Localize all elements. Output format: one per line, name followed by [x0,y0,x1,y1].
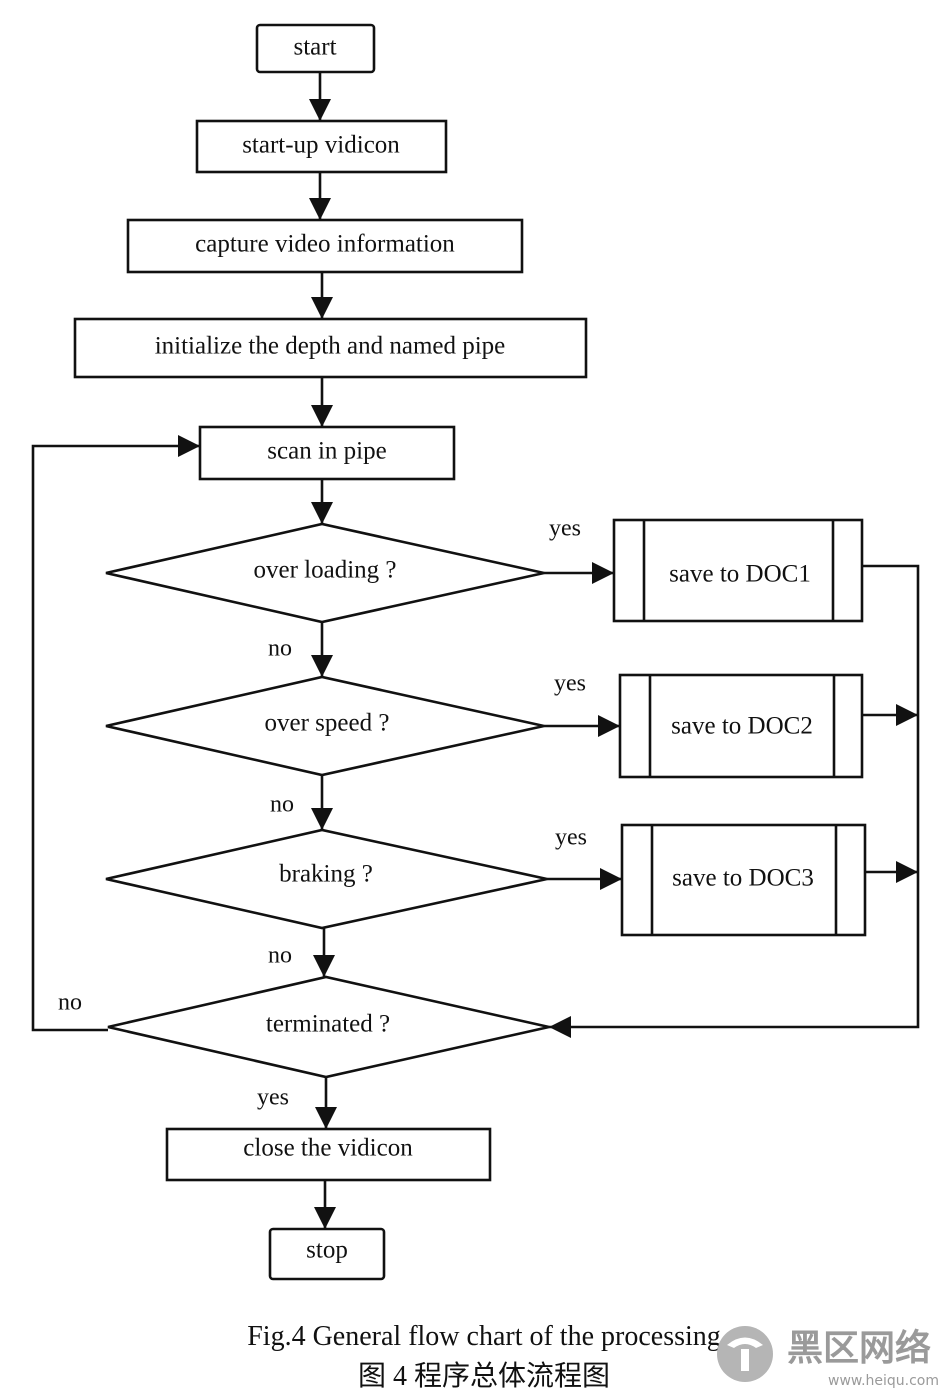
node-save-doc3: save to DOC3 [620,823,867,937]
label-no-overloading: no [268,636,292,662]
decision-braking: braking ? [105,828,548,930]
node-stop: stop [268,1227,386,1281]
figure-caption-zh: 图 4 程序总体流程图 [358,1360,610,1392]
node-startup-vidicon: start-up vidicon [195,119,448,174]
decision-over-loading: over loading ? [105,522,545,624]
node-capture-video: capture video information [126,218,524,274]
label-no-overspeed: no [270,792,294,818]
node-scan-pipe: scan in pipe [198,425,456,481]
node-close-vidicon-label: close the vidicon [243,1135,413,1162]
node-save-doc1-label: save to DOC1 [669,561,811,588]
decision-braking-label: braking ? [279,861,373,888]
label-yes-braking: yes [555,825,587,851]
label-yes-overloading: yes [549,516,581,542]
decision-over-speed-label: over speed ? [265,710,390,737]
node-save-doc2-label: save to DOC2 [671,713,813,740]
watermark-url: www.heiqu.com [828,1373,939,1389]
node-scan-pipe-label: scan in pipe [267,438,386,465]
label-no-braking: no [268,943,292,969]
edges-yes [544,562,622,890]
node-save-doc2: save to DOC2 [618,673,864,779]
node-capture-video-label: capture video information [195,231,455,258]
edge-doc1-terminated [549,564,920,1038]
watermark: 黑区网络 www.heiqu.com [717,1326,939,1389]
node-save-doc3-label: save to DOC3 [672,865,814,892]
watermark-name: 黑区网络 [787,1327,931,1369]
node-close-vidicon: close the vidicon [165,1127,492,1182]
edges-return [549,564,920,1038]
decision-terminated: terminated ? [107,975,550,1079]
decision-over-speed: over speed ? [105,675,545,777]
decision-terminated-label: terminated ? [266,1011,390,1038]
node-stop-label: stop [306,1237,348,1264]
label-yes-overspeed: yes [554,671,586,697]
watermark-logo-icon [717,1326,773,1382]
label-no-terminated: no [58,990,82,1016]
node-startup-vidicon-label: start-up vidicon [242,132,400,159]
node-save-doc1: save to DOC1 [612,518,864,623]
decision-over-loading-label: over loading ? [253,557,396,584]
edges-main [309,72,337,1229]
figure-caption-en: Fig.4 General flow chart of the processi… [247,1321,721,1352]
edge-terminated-loop-scan [31,435,200,1032]
node-start-label: start [293,34,336,61]
node-initialize-label: initialize the depth and named pipe [155,333,506,360]
node-initialize: initialize the depth and named pipe [73,317,588,379]
label-yes-terminated: yes [257,1085,289,1111]
node-start: start [255,23,376,74]
